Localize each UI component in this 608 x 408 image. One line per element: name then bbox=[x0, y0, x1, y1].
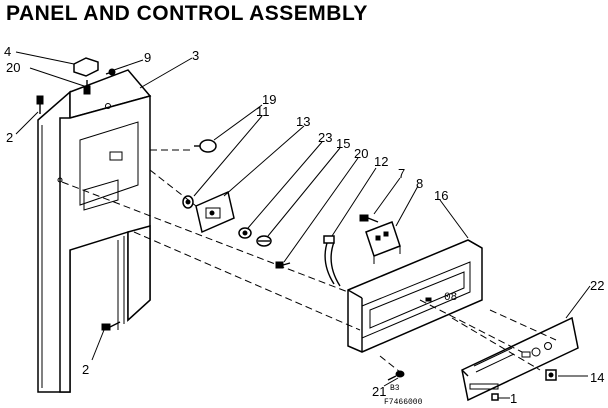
callout-9: 9 bbox=[144, 50, 151, 65]
diagram-title: PANEL AND CONTROL ASSEMBLY bbox=[6, 2, 368, 25]
callout-20-top: 20 bbox=[6, 60, 20, 75]
front-panel-part-22 bbox=[461, 316, 579, 402]
control-panel-housing-part-16: 08 bbox=[347, 239, 483, 353]
callout-3: 3 bbox=[192, 48, 199, 63]
callout-numbers: 4 20 9 3 2 19 11 13 23 15 20 12 7 8 16 2… bbox=[4, 44, 604, 406]
grommet-part-23 bbox=[238, 227, 252, 239]
screw-part-2-top bbox=[36, 95, 44, 114]
screw-part-2-bottom bbox=[101, 321, 121, 331]
callout-15: 15 bbox=[336, 136, 350, 151]
callout-23: 23 bbox=[318, 130, 332, 145]
diagram-code-small: B3 bbox=[390, 384, 400, 393]
callout-12: 12 bbox=[374, 154, 388, 169]
callout-1: 1 bbox=[510, 391, 517, 406]
callout-14: 14 bbox=[590, 370, 604, 385]
callout-8: 8 bbox=[416, 176, 423, 191]
screw-part-20-top bbox=[83, 80, 91, 95]
display-readout: 08 bbox=[444, 292, 457, 304]
wire-harness-part-12 bbox=[323, 235, 341, 287]
control-module-part-8 bbox=[365, 221, 401, 264]
clip-part-15 bbox=[256, 235, 272, 247]
callout-13: 13 bbox=[296, 114, 310, 129]
side-panel-bracket bbox=[37, 69, 152, 393]
callout-2-top: 2 bbox=[6, 130, 13, 145]
callout-11: 11 bbox=[256, 104, 270, 119]
bracket-part-4 bbox=[73, 57, 99, 77]
button-part-1 bbox=[491, 393, 499, 401]
screw-part-7 bbox=[359, 214, 379, 223]
callout-4: 4 bbox=[4, 44, 11, 59]
screw-part-21 bbox=[387, 370, 405, 381]
callout-21: 21 bbox=[372, 384, 386, 399]
knob-part-14 bbox=[545, 369, 557, 381]
callout-7: 7 bbox=[398, 166, 405, 181]
diagram-id: B3 F7466000 bbox=[384, 384, 423, 407]
assembly-lines bbox=[61, 149, 557, 373]
mounting-plate-part-13 bbox=[195, 190, 235, 234]
callout-20-mid: 20 bbox=[354, 146, 368, 161]
callout-22: 22 bbox=[590, 278, 604, 293]
callout-19: 19 bbox=[262, 92, 276, 107]
leader-lines bbox=[15, 51, 591, 399]
callout-16: 16 bbox=[434, 188, 448, 203]
diagram-code-large: F7466000 bbox=[384, 398, 423, 407]
screw-part-9 bbox=[105, 68, 116, 76]
callout-2-bottom: 2 bbox=[82, 362, 89, 377]
screw-part-20-mid bbox=[275, 261, 291, 269]
switch-assembly-part-11 bbox=[182, 195, 194, 209]
knob-part-19 bbox=[194, 139, 217, 153]
